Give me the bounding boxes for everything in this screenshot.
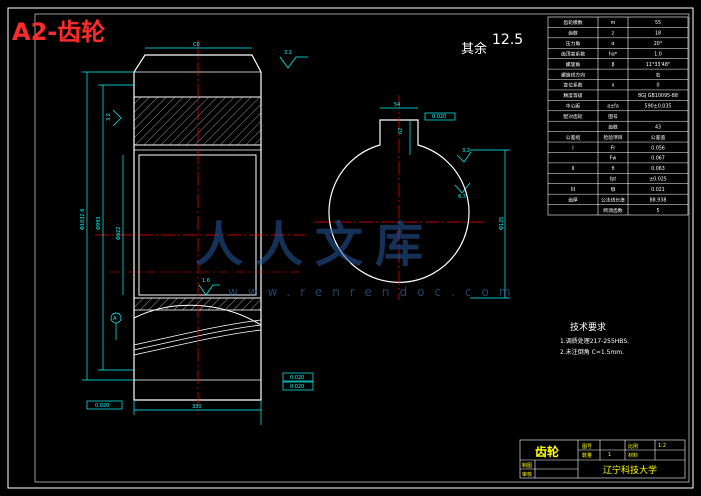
params-cell: 右 (656, 71, 661, 78)
params-cell: ±0.025 (649, 177, 667, 183)
gear-end-view (315, 95, 510, 300)
params-cell: 公差值 (651, 134, 666, 141)
params-cell: Fr (611, 145, 615, 151)
params-cell: fβ (611, 187, 616, 193)
dim-roughness-side: 3.2 (106, 113, 112, 121)
params-cell: 8GJ GB10095-88 (638, 93, 678, 99)
params-cell: ha* (609, 51, 618, 57)
params-cell: Fw (610, 156, 617, 162)
dim-keyway-depth: 62 (398, 128, 404, 134)
params-cell: 88.938 (650, 197, 667, 203)
dim-roughness-top: 3.2 (284, 50, 292, 56)
dim-face-width: 330 (192, 404, 202, 410)
dim-outer-dia: Φ1032.6 (80, 209, 86, 230)
params-cell: 11°33'48" (646, 62, 670, 68)
params-cell: 齿厚 (568, 197, 578, 203)
watermark-url: www.renrendoc.com (228, 285, 521, 299)
tech-requirements-title: 技术要求 (570, 323, 607, 333)
tb-label-drawing-no: 图号 (582, 444, 593, 450)
params-cell: 公法线长度 (601, 196, 625, 203)
hub-circle (328, 119, 470, 283)
params-cell: 精度等级 (563, 92, 582, 99)
params-cell: 590±0.035 (645, 104, 672, 110)
params-cell: 齿数 (608, 123, 618, 130)
params-cell: 1.0 (654, 51, 662, 57)
tb-scale: 1:2 (658, 443, 667, 449)
dim-pitch-dia: Φ922 (116, 227, 122, 240)
drawing-frame (7, 7, 694, 489)
tol-3: 0.020 (95, 403, 109, 409)
params-cell: 齿轮模数 (563, 19, 582, 26)
params-cell: III (571, 187, 575, 193)
tb-role-drawing: 制图 (522, 463, 533, 469)
params-cell: 变位系数 (563, 82, 582, 89)
tb-label-scale: 比例 (628, 444, 639, 450)
dim-roughness-mid: 1.6 (202, 278, 210, 284)
watermark-logo-text: 人人文库 (195, 217, 436, 273)
title-block-part-name: 齿轮 (535, 445, 560, 459)
params-cell: 中心距 (566, 103, 581, 110)
roughness-value: 12.5 (492, 32, 524, 48)
params-cell: 齿数 (568, 30, 578, 37)
tooth-curve (133, 304, 262, 326)
params-cell: II (572, 166, 575, 172)
params-cell: 跨测齿数 (603, 207, 622, 214)
tech-requirement-1: 1.调质处理217-255HBS. (560, 338, 630, 345)
tb-label-qty: 数量 (582, 453, 593, 459)
params-cell: 压力角 (566, 40, 581, 47)
params-cell: a±fa (607, 104, 619, 110)
roughness-note: 其余 (461, 42, 488, 57)
params-cell: fi (611, 166, 614, 172)
dim-top-chamfer: C0 (193, 42, 200, 48)
params-cell: 18 (655, 31, 661, 37)
params-cell: fpt (610, 177, 617, 183)
tb-role-review: 审核 (522, 472, 533, 478)
bore-section (138, 154, 257, 296)
dim-keyway-width: 54 (394, 102, 400, 108)
tb-label-material: 材料 (628, 453, 639, 459)
tol-2: 0.020 (290, 384, 304, 390)
dimension-lines (82, 47, 472, 425)
title-block-university: 辽宁科技大学 (603, 466, 658, 476)
params-cell: x (612, 84, 615, 89)
params-cell: 螺旋线方向 (561, 71, 585, 78)
tol-4: 0.020 (432, 114, 446, 120)
params-cell: 43 (655, 124, 661, 130)
params-cell: m (611, 21, 616, 26)
params-cell: 检验项目 (603, 134, 622, 141)
gear-section-view (95, 40, 305, 415)
drawing-title: A2-齿轮 (12, 18, 106, 46)
params-cell: 螺旋角 (566, 61, 581, 68)
datum-a: A (113, 316, 117, 322)
params-cell: I (572, 145, 573, 151)
dim-roughness-key: 3.2 (462, 148, 470, 154)
params-cell: 0.063 (651, 166, 665, 172)
tb-qty: 1 (608, 452, 612, 458)
dim-bore-dia: Φ125 (499, 217, 505, 230)
tech-requirement-2: 2.未注倒角 C=1.5mm. (560, 349, 624, 356)
params-cell: 0 (656, 83, 659, 89)
params-cell: 55 (655, 20, 661, 26)
dim-root-dia: Φ993 (96, 217, 102, 230)
tol-1: 0.020 (290, 375, 304, 381)
inner-frame (34, 13, 690, 483)
params-cell: 5 (656, 208, 659, 214)
params-cell: 0.056 (651, 145, 665, 151)
params-cell: 图号 (608, 114, 618, 120)
params-cell: z (612, 32, 615, 37)
hatched-hub (133, 297, 262, 311)
params-cell: β (611, 62, 614, 68)
params-cell: 齿顶高系数 (561, 50, 585, 57)
dim-roughness-hole: 6.3 (458, 194, 466, 200)
params-cell: 配对齿轮 (563, 113, 582, 120)
params-cell: 0.067 (651, 156, 665, 162)
params-table-grid (547, 16, 689, 216)
params-cell: 20° (654, 41, 663, 47)
params-cell: 公差组 (566, 134, 581, 141)
params-cell: α (611, 42, 614, 47)
hatched-rim (133, 96, 262, 146)
params-cell: 0.021 (651, 187, 665, 193)
title-block-grid (519, 439, 686, 479)
